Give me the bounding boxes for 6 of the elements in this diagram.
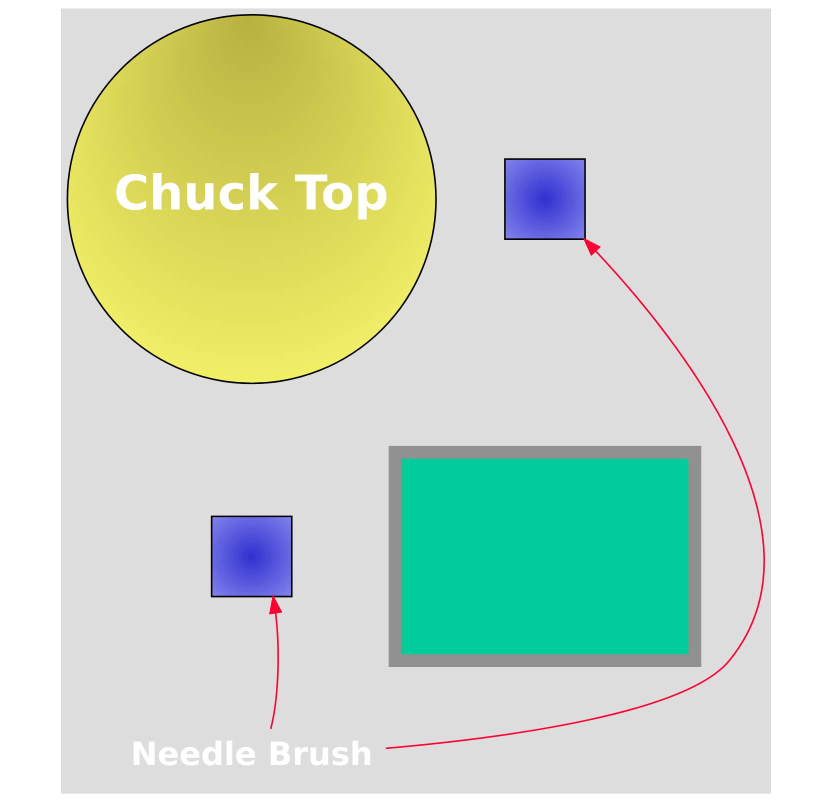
node-box xyxy=(388,446,701,668)
arrow xyxy=(268,594,282,730)
node-circle: Chuck Top xyxy=(66,14,436,384)
node-box xyxy=(210,516,292,598)
arrow xyxy=(385,237,764,750)
node-box xyxy=(504,158,586,240)
